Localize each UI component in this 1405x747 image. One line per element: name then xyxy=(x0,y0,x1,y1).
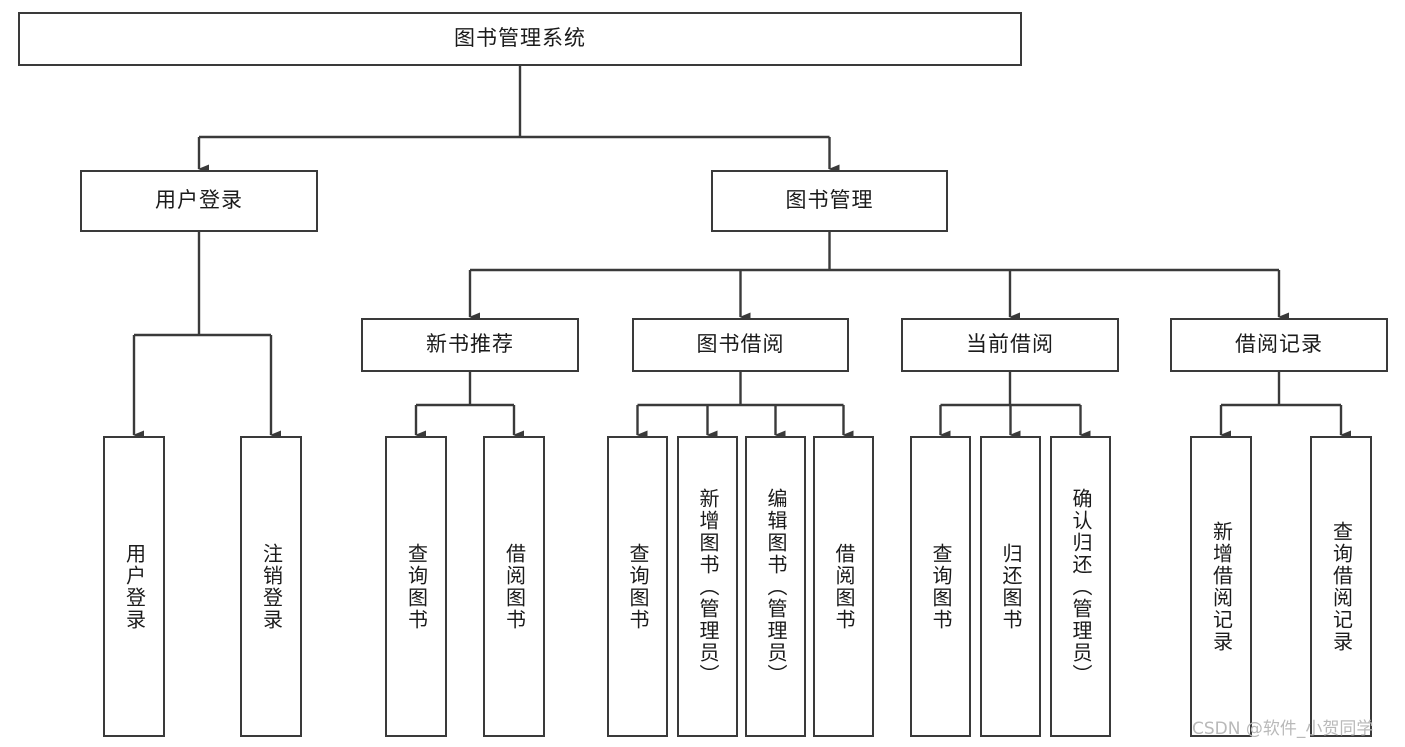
node-label: 用户登录 xyxy=(122,542,147,631)
node-label: 新增图书（管理员） xyxy=(696,487,720,686)
node-label: 当前借阅 xyxy=(966,332,1054,357)
node-l4-c-confirm[interactable]: 确认归还（管理员） xyxy=(1050,436,1111,737)
node-l4-new-borrow[interactable]: 借阅图书 xyxy=(483,436,545,737)
node-l4-user-logout[interactable]: 注销登录 xyxy=(240,436,302,737)
node-label: 编辑图书（管理员） xyxy=(764,487,788,686)
node-l3-current[interactable]: 当前借阅 xyxy=(901,318,1119,372)
node-l2-book[interactable]: 图书管理 xyxy=(711,170,948,232)
node-l4-c-query[interactable]: 查询图书 xyxy=(910,436,971,737)
node-label: 借阅图书 xyxy=(502,542,527,631)
node-l4-r-add[interactable]: 新增借阅记录 xyxy=(1190,436,1252,737)
node-l4-b-query[interactable]: 查询图书 xyxy=(607,436,668,737)
node-label: 确认归还（管理员） xyxy=(1069,487,1093,686)
node-l4-new-query[interactable]: 查询图书 xyxy=(385,436,447,737)
node-label: 图书借阅 xyxy=(696,332,785,357)
node-l4-r-query[interactable]: 查询借阅记录 xyxy=(1310,436,1372,737)
node-label: 查询借阅记录 xyxy=(1329,520,1354,653)
node-label: 图书管理系统 xyxy=(454,26,586,51)
node-l2-user[interactable]: 用户登录 xyxy=(80,170,318,232)
node-l3-record[interactable]: 借阅记录 xyxy=(1170,318,1388,372)
node-label: 图书管理 xyxy=(785,188,874,213)
node-label: 借阅记录 xyxy=(1235,332,1323,357)
node-label: 新增借阅记录 xyxy=(1209,520,1234,653)
node-label: 查询图书 xyxy=(929,542,953,631)
node-l4-b-edit[interactable]: 编辑图书（管理员） xyxy=(745,436,806,737)
node-label: 查询图书 xyxy=(404,542,429,631)
node-l3-new[interactable]: 新书推荐 xyxy=(361,318,579,372)
node-label: 归还图书 xyxy=(999,542,1023,631)
node-l4-c-return[interactable]: 归还图书 xyxy=(980,436,1041,737)
node-label: 新书推荐 xyxy=(426,332,514,357)
node-label: 用户登录 xyxy=(155,188,243,213)
node-l3-borrow[interactable]: 图书借阅 xyxy=(632,318,849,372)
node-label: 查询图书 xyxy=(626,542,650,631)
node-root[interactable]: 图书管理系统 xyxy=(18,12,1022,66)
node-label: 借阅图书 xyxy=(832,542,856,631)
watermark-text: CSDN @软件_小贺同学 xyxy=(1192,719,1374,739)
node-l4-b-add[interactable]: 新增图书（管理员） xyxy=(677,436,738,737)
node-label: 注销登录 xyxy=(259,542,284,631)
node-l4-b-lend[interactable]: 借阅图书 xyxy=(813,436,874,737)
node-l4-user-login[interactable]: 用户登录 xyxy=(103,436,165,737)
